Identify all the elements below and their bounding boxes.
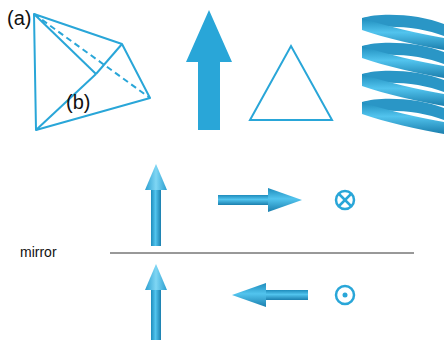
polar-arrow <box>186 10 232 130</box>
vector-arrow <box>145 164 167 246</box>
vector-arrow <box>145 264 167 340</box>
mirror-line <box>110 253 414 254</box>
panel-label: (a) <box>7 8 31 28</box>
cross-symbol <box>336 191 354 209</box>
axial-vector-arrow <box>218 188 302 212</box>
panel-label: (b) <box>66 92 90 112</box>
dot-symbol <box>336 286 354 304</box>
tetrahedron <box>34 14 150 130</box>
helix-ribbon <box>362 15 444 134</box>
triangle <box>250 46 332 120</box>
mirror-label: mirror <box>20 245 57 259</box>
axial-vector-arrow <box>232 283 308 307</box>
